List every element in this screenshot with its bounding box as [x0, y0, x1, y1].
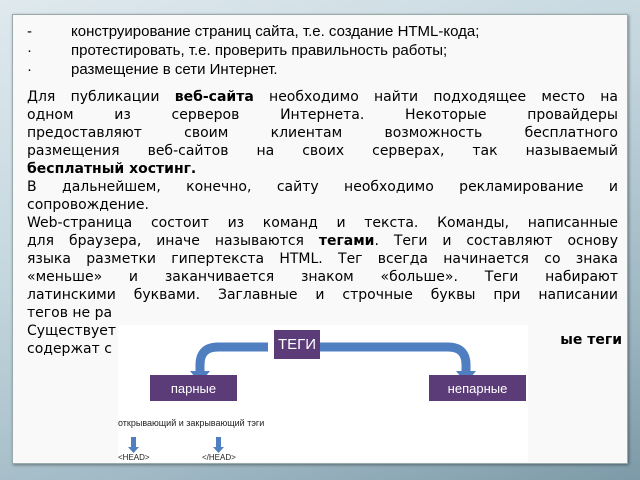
- bullet-marker: -: [27, 23, 32, 40]
- text-span: предоставляют своим клиентам возможность…: [27, 125, 618, 141]
- text-line: Существует: [27, 322, 618, 340]
- text-span: . Теги и составляют основу: [374, 233, 618, 249]
- text-line: предоставляют своим клиентам возможность…: [27, 124, 618, 142]
- down-arrow-icon: [216, 437, 221, 449]
- text-line: бесплатный хостинг.: [27, 160, 618, 178]
- text-span: сопровождение.: [27, 197, 149, 213]
- text-span: тегов не ра: [27, 305, 113, 321]
- text-line: сопровождение.: [27, 196, 618, 214]
- arrow-right-icon: [318, 342, 471, 373]
- bullet-item: · размещение в сети Интернет.: [27, 61, 278, 78]
- bullet-marker: ·: [27, 61, 32, 78]
- bold-term: тегами: [318, 233, 375, 249]
- bullet-text: протестировать, т.е. проверить правильно…: [71, 42, 448, 59]
- down-arrow-icon: [131, 437, 136, 449]
- caption: открывающий и закрывающий тэги: [118, 418, 265, 428]
- text-line: одном из серверов Интернета. Некоторые п…: [27, 106, 618, 124]
- text-span: Существует: [27, 323, 117, 339]
- text-line: для браузера, иначе называются тегами. Т…: [27, 232, 618, 250]
- text-fragment: ые теги: [560, 332, 622, 348]
- text-line: языка разметки гипертекста HTML. Тег все…: [27, 250, 618, 268]
- text-span: содержат с: [27, 341, 112, 357]
- text-span: латинскими буквами. Заглавные и строчные…: [27, 287, 618, 303]
- root-box: ТЕГИ: [274, 330, 320, 359]
- arrow-left-icon: [195, 342, 268, 373]
- text-line: Для публикации веб-сайта необходимо найт…: [27, 88, 618, 106]
- close-tag: </HEAD>: [202, 453, 236, 462]
- bullet-text: размещение в сети Интернет.: [71, 61, 278, 78]
- text-line: тегов не ра: [27, 304, 618, 322]
- text-span: для браузера, иначе называются: [27, 233, 319, 249]
- text-line: латинскими буквами. Заглавные и строчные…: [27, 286, 618, 304]
- bold-term: бесплатный хостинг.: [27, 161, 197, 177]
- text-span: языка разметки гипертекста HTML. Тег все…: [27, 251, 618, 267]
- text-span: Web-страница состоит из команд и текста.…: [27, 215, 618, 231]
- open-tag: <HEAD>: [118, 453, 150, 462]
- text-line: содержат с: [27, 340, 618, 358]
- text-span: размещения веб-сайтов на своих серверах,…: [27, 143, 618, 159]
- text-span: «меньше» и заканчивается знаком «больше»…: [27, 269, 618, 285]
- paired-box: парные: [150, 375, 237, 401]
- bullet-item: - конструирование страниц сайта, т.е. соз…: [27, 23, 479, 40]
- text-line: размещения веб-сайтов на своих серверах,…: [27, 142, 618, 160]
- bullet-item: · протестировать, т.е. проверить правильн…: [27, 42, 447, 59]
- tags-diagram: ТЕГИ парные непарные открывающий и закры…: [118, 325, 528, 462]
- text-span: одном из серверов Интернета. Некоторые п…: [27, 107, 618, 123]
- text-span: необходимо найти подходящее место на: [253, 89, 618, 105]
- text-line: В дальнейшем, конечно, сайту необходимо …: [27, 178, 618, 196]
- text-span: В дальнейшем, конечно, сайту необходимо …: [27, 179, 618, 195]
- bullet-marker: ·: [27, 42, 32, 59]
- text-span: Для публикации: [27, 89, 175, 105]
- text-line: «меньше» и заканчивается знаком «больше»…: [27, 268, 618, 286]
- bold-term: веб-сайта: [174, 89, 254, 105]
- bullet-text: конструирование страниц сайта, т.е. созд…: [71, 23, 480, 40]
- text-line: Web-страница состоит из команд и текста.…: [27, 214, 618, 232]
- unpaired-box: непарные: [429, 375, 526, 401]
